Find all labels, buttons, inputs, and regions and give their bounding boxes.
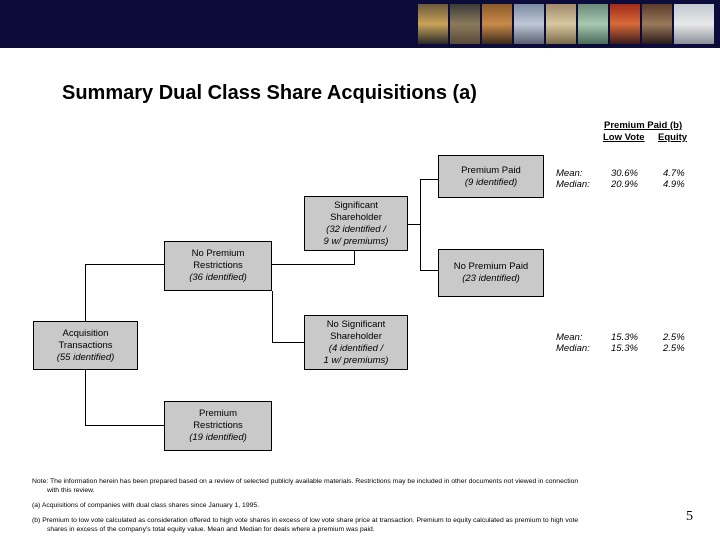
footnote-a: (a) Acquisitions of companies with dual … xyxy=(32,502,260,509)
page-number: 5 xyxy=(686,509,693,524)
connector-line xyxy=(272,342,304,343)
low-vote-median: 15.3% xyxy=(611,343,638,354)
median-label: Median: xyxy=(556,343,590,354)
city-image xyxy=(674,4,714,44)
city-image xyxy=(450,4,480,44)
equity-mean: 4.7% xyxy=(663,168,685,179)
no-premium-restrictions-box: No Premium Restrictions (36 identified) xyxy=(164,241,272,291)
low-vote-median: 20.9% xyxy=(611,179,638,190)
footnote-general-cont: with this review. xyxy=(47,487,95,494)
no-significant-shareholder-box: No Significant Shareholder (4 identified… xyxy=(304,315,408,370)
page-title: Summary Dual Class Share Acquisitions (a… xyxy=(62,82,477,104)
city-image xyxy=(418,4,448,44)
city-image xyxy=(514,4,544,44)
city-image xyxy=(610,4,640,44)
city-image xyxy=(482,4,512,44)
connector-line xyxy=(420,179,438,180)
acquisition-transactions-box: Acquisition Transactions (55 identified) xyxy=(33,321,138,370)
connector-line xyxy=(85,370,86,425)
low-vote-header: Low Vote xyxy=(603,132,645,143)
connector-line xyxy=(85,264,164,265)
connector-line xyxy=(272,291,273,342)
premium-restrictions-box: Premium Restrictions (19 identified) xyxy=(164,401,272,451)
header-banner xyxy=(0,0,720,48)
connector-line xyxy=(408,224,420,225)
mean-label: Mean: xyxy=(556,332,583,343)
no-premium-paid-box: No Premium Paid (23 identified) xyxy=(438,249,544,297)
connector-line xyxy=(420,179,421,270)
significant-shareholder-box: Significant Shareholder (32 identified /… xyxy=(304,196,408,251)
equity-median: 2.5% xyxy=(663,343,685,354)
footnote-b-cont: shares in excess of the company's total … xyxy=(47,526,375,533)
footnote-general: Note: The information herein has been pr… xyxy=(32,478,579,485)
city-image xyxy=(546,4,576,44)
city-image xyxy=(578,4,608,44)
premium-paid-header: Premium Paid (b) xyxy=(604,120,683,131)
footnote-b: (b) Premium to low vote calculated as co… xyxy=(32,517,579,524)
equity-header: Equity xyxy=(658,132,688,143)
premium-paid-box: Premium Paid (9 identified) xyxy=(438,155,544,198)
mean-label: Mean: xyxy=(556,168,583,179)
low-vote-mean: 15.3% xyxy=(611,332,638,343)
connector-line xyxy=(420,270,438,271)
city-image xyxy=(642,4,672,44)
equity-mean: 2.5% xyxy=(663,332,685,343)
connector-line xyxy=(272,264,354,265)
equity-median: 4.9% xyxy=(663,179,685,190)
connector-line xyxy=(85,425,164,426)
connector-line xyxy=(354,251,355,265)
median-label: Median: xyxy=(556,179,590,190)
connector-line xyxy=(85,264,86,321)
low-vote-mean: 30.6% xyxy=(611,168,638,179)
